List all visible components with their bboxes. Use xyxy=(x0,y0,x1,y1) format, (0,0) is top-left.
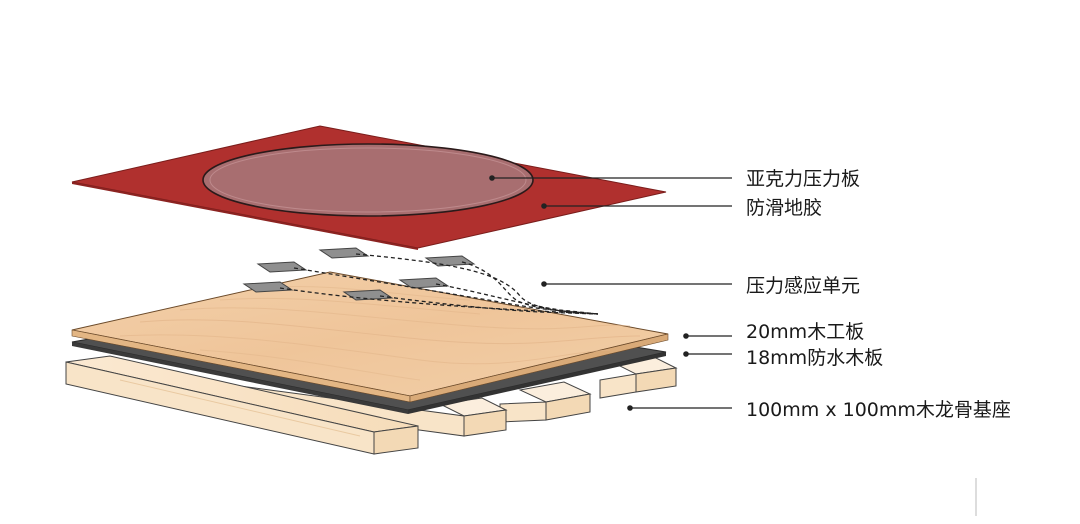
joist-middle-2 xyxy=(499,381,592,423)
pressure-sensors xyxy=(242,247,476,301)
leader-dots xyxy=(489,175,689,411)
leader-lines xyxy=(492,177,732,409)
sensor-cables xyxy=(279,253,599,315)
joist-front xyxy=(65,355,419,455)
joist-base xyxy=(65,355,678,455)
acrylic-plate xyxy=(202,143,534,217)
sensor-unit xyxy=(424,255,476,267)
sensor-unit xyxy=(398,277,450,289)
label-joist-base: 100mm x 100mm木龙骨基座 xyxy=(746,399,1011,421)
sensor-unit xyxy=(242,281,294,293)
sensor-unit xyxy=(318,247,370,259)
label-pressure-sensor: 压力感应单元 xyxy=(746,275,860,297)
sensor-unit xyxy=(256,261,308,273)
plywood-board xyxy=(71,271,669,403)
label-acrylic-plate: 亚克力压力板 xyxy=(746,168,860,190)
label-blockboard: 20mm木工板 xyxy=(746,321,864,343)
label-waterproof-board: 18mm防水木板 xyxy=(746,347,883,369)
label-anti-slip-rubber: 防滑地胶 xyxy=(746,197,822,219)
